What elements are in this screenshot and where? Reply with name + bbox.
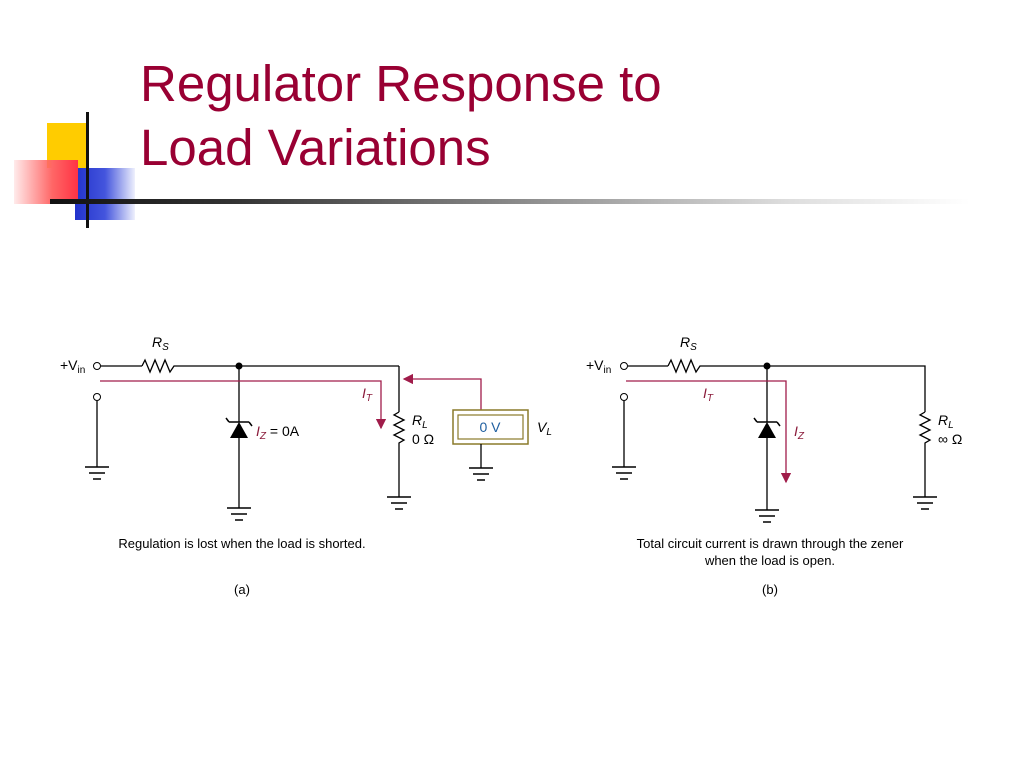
tag-b: (b) (762, 582, 778, 597)
iz-label-b: IZ (794, 423, 805, 442)
rl-value-a: 0 Ω (412, 431, 434, 447)
ground-zener-b (755, 509, 779, 523)
circuit-a: +Vin RS IZ = 0A RL 0 Ω IT 0 V VL (60, 334, 552, 597)
input-terminal-a (93, 362, 101, 370)
tag-a: (a) (234, 582, 250, 597)
ground-terminal-b (620, 393, 628, 401)
wire-top-b (628, 365, 926, 497)
meter-lead-arrow-a (402, 373, 482, 410)
resistor-rs-b (667, 358, 708, 374)
caption-b-line-1: Total circuit current is drawn through t… (637, 536, 904, 551)
vl-label-a: VL (537, 419, 552, 438)
ground-terminal-a (93, 393, 101, 401)
slide-title-line-2: Load Variations (140, 119, 491, 176)
ground-meter-a (469, 467, 493, 481)
caption-b-line-2: when the load is open. (704, 553, 835, 568)
it-current-arrow-b (626, 380, 792, 484)
it-label-a: IT (362, 385, 373, 404)
decor-red-square (14, 160, 78, 204)
circuit-b: +Vin RS RL ∞ Ω IT IZ Total circuit curre… (586, 334, 962, 597)
resistor-rl-b (918, 411, 932, 448)
it-label-b: IT (703, 385, 714, 404)
caption-a: Regulation is lost when the load is shor… (118, 536, 365, 551)
vin-label-a: +Vin (60, 357, 85, 376)
rl-label-b: RL (938, 412, 954, 431)
zener-diode-b (758, 422, 776, 438)
rs-label-b: RS (680, 334, 697, 353)
rs-label-a: RS (152, 334, 169, 353)
input-terminal-b (620, 362, 628, 370)
voltmeter-display-a (457, 414, 524, 440)
voltmeter-reading-a: 0 V (479, 419, 501, 435)
title-divider (50, 199, 970, 204)
ground-load-b (913, 496, 937, 510)
zener-diode-a (230, 422, 248, 438)
vin-label-b: +Vin (586, 357, 611, 376)
decor-vertical-line (86, 112, 89, 228)
rl-value-b: ∞ Ω (938, 431, 962, 447)
decor-blue-square (75, 168, 135, 220)
ground-left-a (85, 466, 109, 480)
ground-zener-a (227, 507, 251, 521)
rl-label-a: RL (412, 412, 428, 431)
ground-load-a (387, 496, 411, 510)
ground-left-b (612, 466, 636, 480)
slide-title-line-1: Regulator Response to (140, 55, 662, 112)
zener-bar-a (225, 417, 253, 427)
resistor-rs-a (141, 358, 182, 374)
iz-label-a: IZ = 0A (256, 423, 300, 442)
slide-title: Regulator Response to Load Variations (140, 52, 662, 180)
it-current-arrow-a (100, 380, 387, 430)
resistor-rl-a (392, 411, 406, 448)
zener-bar-b (753, 417, 781, 427)
